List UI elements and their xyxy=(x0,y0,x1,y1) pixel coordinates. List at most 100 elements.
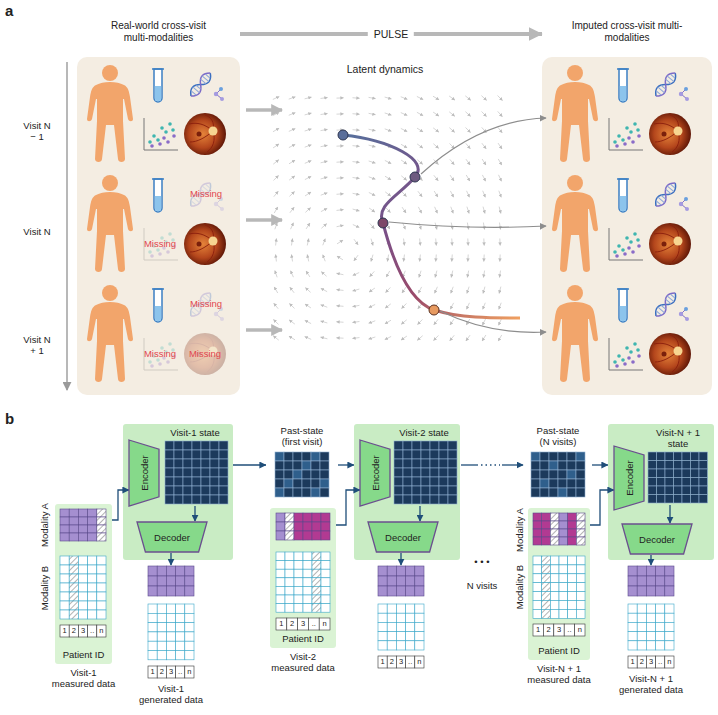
field-arrow xyxy=(353,209,360,211)
grid-cell xyxy=(387,641,396,650)
fundus-icon xyxy=(649,333,691,375)
grid-cell xyxy=(568,537,577,545)
field-arrow xyxy=(385,97,392,99)
decode-arrows xyxy=(389,118,546,332)
grid-cell xyxy=(637,566,646,576)
grid-cell xyxy=(387,576,396,586)
field-arrow xyxy=(370,271,375,276)
grid-cell xyxy=(558,452,567,461)
grid-cell xyxy=(567,479,576,488)
field-arrow xyxy=(273,160,279,164)
id-cell-label: 1 xyxy=(533,624,543,636)
field-arrow xyxy=(337,145,344,146)
field-arrow xyxy=(417,96,423,99)
field-arrow xyxy=(275,223,277,230)
grid-cell xyxy=(185,604,194,613)
grid-cell xyxy=(533,521,542,529)
id-cell-label: 2 xyxy=(69,625,78,637)
patient-id-strip xyxy=(533,624,585,636)
grid-cell xyxy=(542,556,551,565)
grid-cell xyxy=(415,613,424,622)
id-cell xyxy=(308,618,319,630)
grid-cell xyxy=(674,486,683,495)
lab-tube-icon xyxy=(617,289,629,322)
field-arrow xyxy=(498,159,501,165)
grid-cell xyxy=(396,604,405,613)
grid-cell xyxy=(550,609,559,618)
grid-cell xyxy=(183,459,192,468)
field-arrow xyxy=(305,304,311,308)
field-arrow xyxy=(371,239,373,246)
field-arrow xyxy=(323,255,325,262)
grid-cell xyxy=(691,495,700,504)
grid-cell xyxy=(576,565,585,574)
grid-cell xyxy=(311,470,320,479)
grid-cell xyxy=(558,461,567,470)
grid-cell xyxy=(533,583,542,592)
grid-cell xyxy=(549,488,558,497)
grid-cell xyxy=(448,486,457,495)
grid-cell xyxy=(201,477,210,486)
grid-cell xyxy=(302,461,311,470)
grid-cell xyxy=(275,452,284,461)
field-arrow xyxy=(418,191,422,197)
grid-cell xyxy=(378,641,387,650)
grid-cell xyxy=(321,578,330,587)
grid-cell xyxy=(567,488,576,497)
field-arrow xyxy=(369,161,376,163)
grid-cell xyxy=(430,450,439,459)
grid-cell xyxy=(293,461,302,470)
visit-count-label: N visits xyxy=(457,580,507,591)
field-arrow xyxy=(305,208,310,213)
grid-cell xyxy=(275,470,284,479)
grid-cell xyxy=(421,495,430,504)
state-grid xyxy=(394,441,457,504)
fundus-icon xyxy=(184,223,226,265)
field-arrow xyxy=(417,336,422,341)
grid-cell xyxy=(303,522,312,531)
grid-cell xyxy=(210,441,219,450)
field-arrow xyxy=(337,113,344,114)
grid-cell xyxy=(78,525,87,533)
field-arrow xyxy=(274,191,278,196)
field-arrow xyxy=(451,207,453,214)
grid-cell xyxy=(542,583,551,592)
grid-cell xyxy=(559,521,568,529)
grid-cell xyxy=(412,450,421,459)
field-arrow xyxy=(483,207,485,214)
measured-data-box: Patient IDVisit-N + 1 measured data xyxy=(528,508,590,660)
grid-cell xyxy=(276,552,285,561)
generated-b-grid xyxy=(148,604,194,660)
field-arrow xyxy=(401,144,407,147)
grid-cell xyxy=(646,613,655,622)
grid-cell xyxy=(302,488,311,497)
grid-cell xyxy=(60,583,69,592)
field-arrow xyxy=(321,177,328,179)
grid-cell xyxy=(210,450,219,459)
field-arrow xyxy=(385,129,392,131)
grid-cell xyxy=(165,486,174,495)
field-arrow xyxy=(337,337,344,338)
grid-cell xyxy=(533,574,542,583)
connector-arrow xyxy=(590,490,614,525)
lab-tube-icon xyxy=(617,69,629,102)
grid-cell xyxy=(88,509,97,517)
grid-cell xyxy=(183,450,192,459)
grid-cell xyxy=(166,586,175,596)
grid-cell xyxy=(559,574,568,583)
id-cell-label: 3 xyxy=(646,656,655,668)
grid-cell xyxy=(302,452,311,461)
grid-cell xyxy=(396,622,405,631)
grid-cell xyxy=(285,578,294,587)
grid-cell xyxy=(210,477,219,486)
grid-cell xyxy=(294,531,303,540)
field-arrow xyxy=(337,97,344,98)
flow-arrow xyxy=(502,464,523,465)
field-arrow xyxy=(499,175,502,181)
id-cell-label: 2 xyxy=(637,656,646,668)
grid-cell xyxy=(559,513,568,521)
grid-cell xyxy=(148,576,157,586)
modality-a-grid xyxy=(533,513,585,545)
field-arrow xyxy=(482,319,485,325)
box-fill xyxy=(123,424,233,560)
